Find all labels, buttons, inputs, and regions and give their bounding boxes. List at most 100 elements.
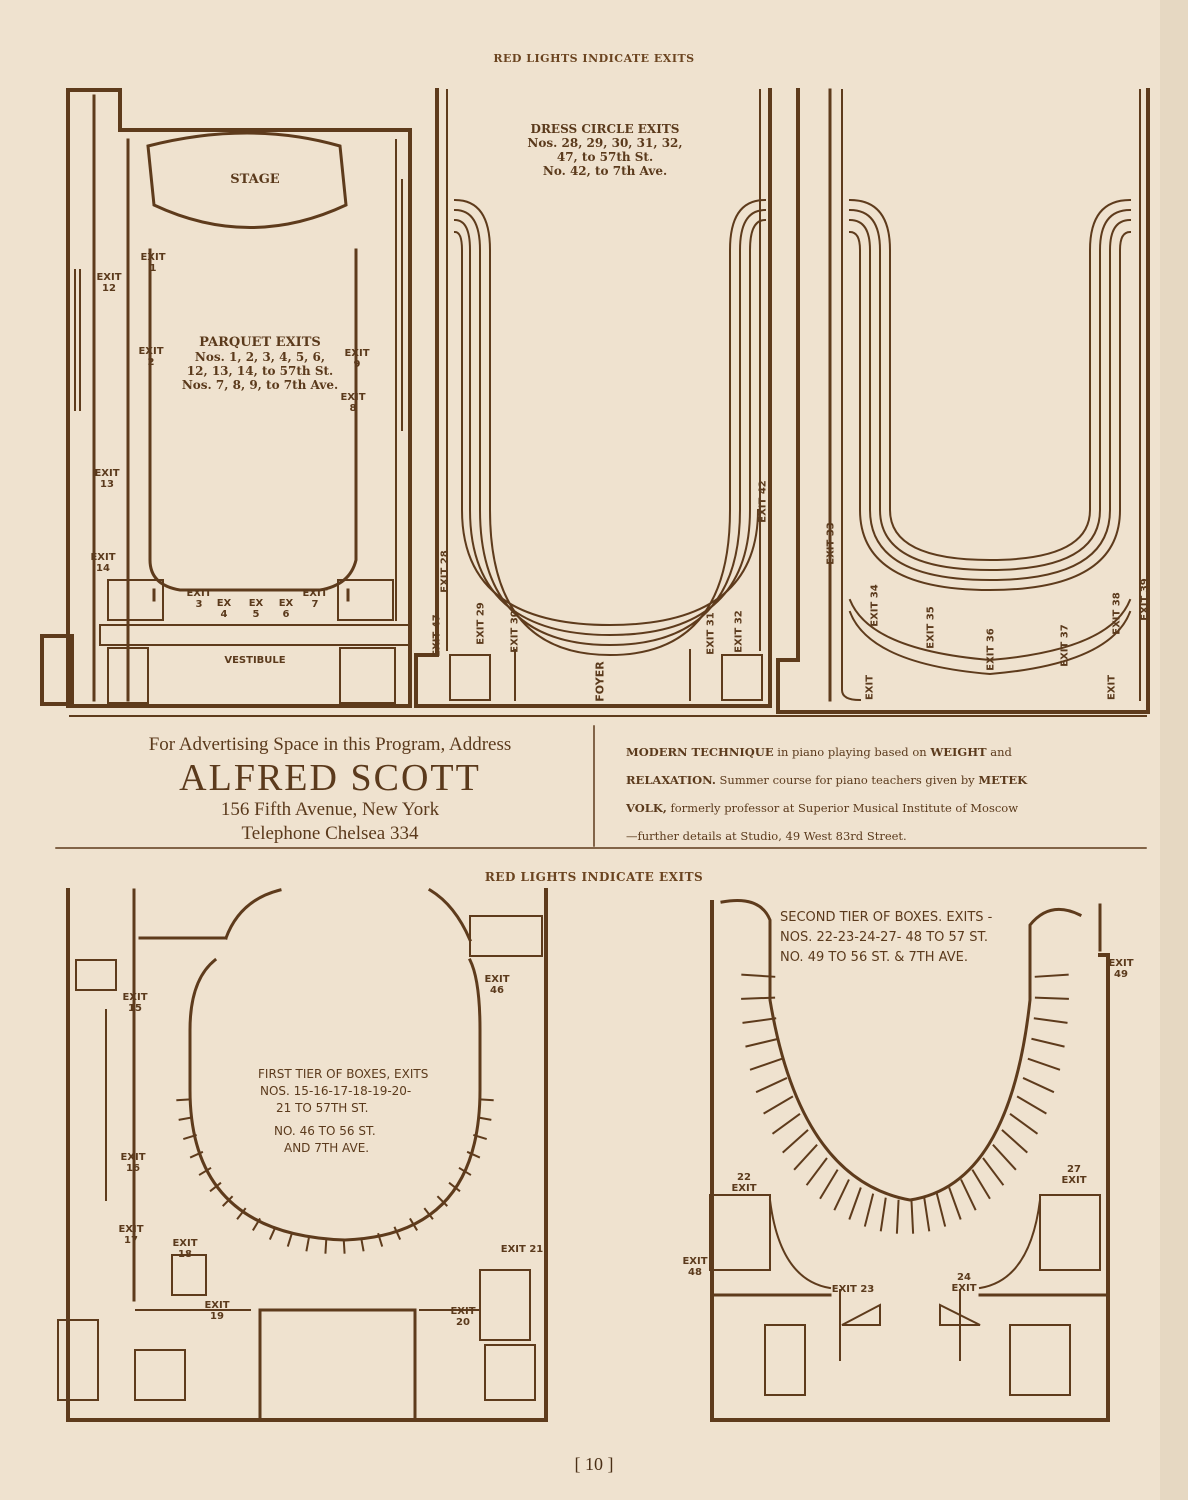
ad2-t1: in piano playing based on [773, 745, 931, 759]
exit-35-label: EXIT 35 [925, 606, 937, 649]
second-tier-box-divider [741, 996, 776, 1000]
second-tier-box-divider [819, 1169, 839, 1200]
first-tier-box-divider [409, 1217, 418, 1231]
second-tier-box-divider [1027, 1057, 1061, 1071]
parquet-line3: Nos. 7, 8, 9, to 7th Ave. [181, 378, 339, 392]
exit-14-label: EXIT 14 [90, 552, 116, 574]
exit-21-label: EXIT 21 [500, 1244, 544, 1255]
ad2-b3: RELAXATION. [626, 773, 716, 787]
first-tier-plan [57, 887, 548, 1422]
first-tier-box-divider [252, 1217, 261, 1231]
first-tier-line2: NOS. 15-16-17-18-19-20- [260, 1084, 412, 1098]
second-tier-box-divider [863, 1193, 875, 1227]
parquet-exits-text: PARQUET EXITS Nos. 1, 2, 3, 4, 5, 6, 12,… [150, 335, 370, 393]
first-tier-box-divider [178, 1116, 193, 1121]
first-tier-box-divider [393, 1226, 402, 1241]
first-tier-box-divider [324, 1239, 328, 1254]
exit-33-label: EXIT 33 [825, 522, 837, 565]
foyer-label: FOYER [593, 661, 607, 702]
top-header: RED LIGHTS INDICATE EXITS [493, 52, 695, 65]
first-tier-text: FIRST TIER OF BOXES, EXITS NOS. 15-16-17… [258, 1066, 428, 1157]
second-tier-box-divider [1001, 1129, 1028, 1154]
exit-balcony-right-label: EXIT [1106, 674, 1118, 701]
first-tier-box-divider [342, 1239, 346, 1254]
dress-circle-title: DRESS CIRCLE EXITS [530, 122, 680, 136]
second-tier-box-divider [793, 1144, 818, 1171]
dress-circle-line1: Nos. 28, 29, 30, 31, 32, [527, 136, 683, 150]
exit-16-label: EXIT 16 [120, 1152, 146, 1174]
parquet-title: PARQUET EXITS [199, 335, 321, 350]
exit-37-label: EXIT 37 [1059, 624, 1071, 667]
exit-28-label: EXIT 28 [439, 550, 451, 593]
second-tier-box-divider [923, 1197, 931, 1232]
ad-line1: For Advertising Space in this Program, A… [148, 734, 512, 755]
second-tier-box-divider [848, 1187, 862, 1220]
first-tier-box-divider [209, 1181, 222, 1193]
second-tier-box-divider [755, 1077, 788, 1094]
stage-label: STAGE [230, 172, 280, 187]
second-tier-box-divider [745, 1037, 779, 1048]
first-tier-box-divider [236, 1207, 247, 1220]
exit-2-label: EXIT 2 [138, 346, 164, 368]
second-tier-line1: SECOND TIER OF BOXES. EXITS - [780, 910, 993, 925]
second-tier-box-divider [771, 1112, 801, 1135]
first-tier-box-divider [448, 1181, 461, 1193]
middle-header: RED LIGHTS INDICATE EXITS [484, 870, 704, 884]
first-tier-box-divider [189, 1150, 204, 1159]
second-tier-box-divider [895, 1199, 900, 1234]
first-tier-box-divider [176, 1098, 191, 1102]
dress-circle-text: DRESS CIRCLE EXITS Nos. 28, 29, 30, 31, … [500, 122, 710, 178]
second-tier-box-divider [948, 1187, 962, 1220]
second-tier-plan [709, 899, 1110, 1422]
first-tier-box-divider [473, 1133, 488, 1141]
second-tier-box-divider [910, 1199, 915, 1234]
second-tier-line2: NOS. 22-23-24-27- 48 TO 57 ST. [780, 930, 988, 945]
first-tier-box-divider [198, 1166, 212, 1176]
exit-19-label: EXIT 19 [204, 1300, 230, 1322]
exit-9-label: EXIT 9 [344, 348, 370, 370]
first-tier-box-divider [268, 1226, 277, 1241]
exit-48-label: EXIT 48 [682, 1256, 708, 1278]
exit-49-label: EXIT 49 [1108, 958, 1134, 980]
first-tier-line4: NO. 46 TO 56 ST. [274, 1124, 376, 1138]
exit-15-label: EXIT 15 [122, 992, 148, 1014]
ad2-t5: —further details at Studio, 49 West 83rd… [626, 829, 907, 843]
exit-6-label: EX 6 [278, 598, 294, 620]
exit-20-label: EXIT 20 [450, 1306, 476, 1328]
exit-3-label: EXIT 3 [186, 588, 212, 610]
balcony-plan [776, 88, 1150, 714]
exit-1-label: EXIT 1 [140, 252, 166, 274]
second-tier-box-divider [741, 973, 776, 978]
second-tier-box-divider [960, 1179, 977, 1211]
second-tier-box-divider [971, 1169, 991, 1200]
exit-47-label: EXIT 47 [431, 614, 443, 657]
ad2-t2: and [986, 745, 1012, 759]
ad-address: 156 Fifth Avenue, New York [220, 799, 440, 820]
exit-27-label: 27 EXIT [1061, 1164, 1087, 1186]
exit-36-label: EXIT 36 [985, 628, 997, 671]
exit-34-label: EXIT 34 [869, 584, 881, 627]
second-tier-box-divider [992, 1144, 1017, 1171]
advertising-notice: For Advertising Space in this Program, A… [80, 732, 580, 846]
first-tier-line3: 21 TO 57TH ST. [276, 1101, 369, 1115]
first-tier-box-divider [182, 1133, 197, 1141]
first-tier-box-divider [286, 1232, 293, 1247]
vestibule-label: VESTIBULE [224, 655, 286, 666]
second-tier-box-divider [1034, 996, 1069, 1000]
exit-13-label: EXIT 13 [94, 468, 120, 490]
second-tier-box-divider [749, 1057, 783, 1071]
second-tier-box-divider [1016, 1095, 1047, 1115]
second-tier-box-divider [935, 1193, 947, 1227]
exit-12-label: EXIT 12 [96, 272, 122, 294]
parquet-plan [40, 88, 412, 708]
second-tier-box-divider [1031, 1037, 1065, 1048]
second-tier-text: SECOND TIER OF BOXES. EXITS - NOS. 22-23… [780, 908, 992, 968]
first-tier-line5: AND 7TH AVE. [284, 1141, 370, 1155]
second-tier-box-divider [782, 1129, 809, 1154]
exit-22-label: 22 EXIT [731, 1172, 757, 1194]
dress-circle-plan [414, 88, 772, 708]
parquet-line1: Nos. 1, 2, 3, 4, 5, 6, [194, 350, 326, 364]
first-tier-box-divider [423, 1207, 434, 1220]
first-tier-box-divider [305, 1237, 310, 1252]
